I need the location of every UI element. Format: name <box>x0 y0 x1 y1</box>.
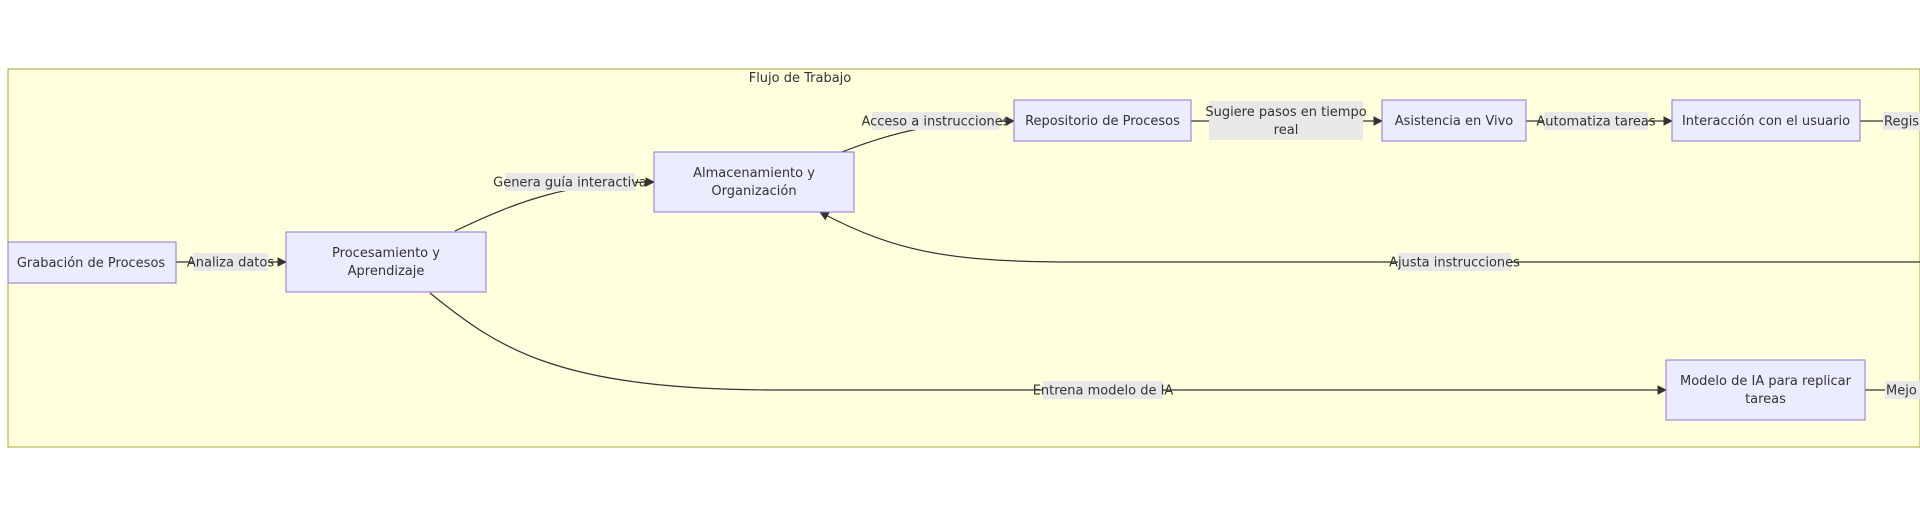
svg-text:Ajusta instrucciones: Ajusta instrucciones <box>1389 256 1520 271</box>
edge-label-mejora: Mejo <box>1885 381 1920 399</box>
svg-text:Genera guía interactiva: Genera guía interactiva <box>493 176 647 191</box>
svg-text:Sugiere pasos en tiempo: Sugiere pasos en tiempo <box>1205 105 1366 120</box>
node-asistencia-en-vivo[interactable]: Asistencia en Vivo <box>1381 99 1527 142</box>
node-procesamiento-y-aprendizaje[interactable]: Procesamiento y Aprendizaje <box>285 231 487 293</box>
node-interaccion-con-el-usuario[interactable]: Interacción con el usuario <box>1671 99 1861 142</box>
svg-text:Aprendizaje: Aprendizaje <box>348 264 425 279</box>
node-almacenamiento-y-organizacion[interactable]: Almacenamiento y Organización <box>653 151 855 213</box>
edge-label-genera-guia: Genera guía interactiva <box>493 173 647 191</box>
cluster-title: Flujo de Trabajo <box>749 71 852 86</box>
edge-label-registra: Regis <box>1883 112 1920 130</box>
node-repositorio-de-procesos[interactable]: Repositorio de Procesos <box>1013 99 1192 142</box>
svg-text:Automatiza tareas: Automatiza tareas <box>1536 115 1656 130</box>
svg-text:real: real <box>1274 123 1299 138</box>
svg-text:Entrena modelo de IA: Entrena modelo de IA <box>1033 384 1174 399</box>
svg-text:Almacenamiento y: Almacenamiento y <box>693 166 815 181</box>
edge-label-ajusta-instrucciones: Ajusta instrucciones <box>1389 253 1520 271</box>
svg-text:Procesamiento y: Procesamiento y <box>332 246 440 261</box>
svg-text:Asistencia en Vivo: Asistencia en Vivo <box>1395 114 1514 129</box>
svg-text:Mejo: Mejo <box>1886 384 1917 399</box>
edge-labels: Analiza datos Genera guía interactiva Ac… <box>187 101 1920 399</box>
svg-text:Analiza datos: Analiza datos <box>187 256 275 271</box>
svg-text:Acceso a instrucciones: Acceso a instrucciones <box>861 115 1009 130</box>
svg-text:Grabación de Procesos: Grabación de Procesos <box>17 256 166 271</box>
svg-text:Modelo de IA para replicar: Modelo de IA para replicar <box>1680 374 1852 389</box>
node-grabacion-de-procesos[interactable]: Grabación de Procesos <box>7 241 177 284</box>
edge-entrena-modelo <box>429 292 1667 395</box>
svg-text:Organización: Organización <box>711 184 796 199</box>
node-modelo-de-ia[interactable]: Modelo de IA para replicar tareas <box>1665 359 1866 421</box>
svg-text:Interacción con el usuario: Interacción con el usuario <box>1682 114 1850 129</box>
svg-text:Repositorio de Procesos: Repositorio de Procesos <box>1025 114 1180 129</box>
edge-label-entrena-modelo: Entrena modelo de IA <box>1033 381 1174 399</box>
edge-label-automatiza-tareas: Automatiza tareas <box>1536 112 1656 130</box>
svg-text:tareas: tareas <box>1745 392 1786 407</box>
nodes: Grabación de Procesos Procesamiento y Ap… <box>7 99 1866 421</box>
edge-label-acceso-instrucciones: Acceso a instrucciones <box>861 112 1010 130</box>
edge-ajusta-instrucciones <box>819 211 1920 263</box>
edge-label-sugiere-pasos: Sugiere pasos en tiempo real <box>1205 101 1367 140</box>
svg-text:Regis: Regis <box>1884 115 1919 130</box>
edge-label-analiza-datos: Analiza datos <box>187 253 275 271</box>
